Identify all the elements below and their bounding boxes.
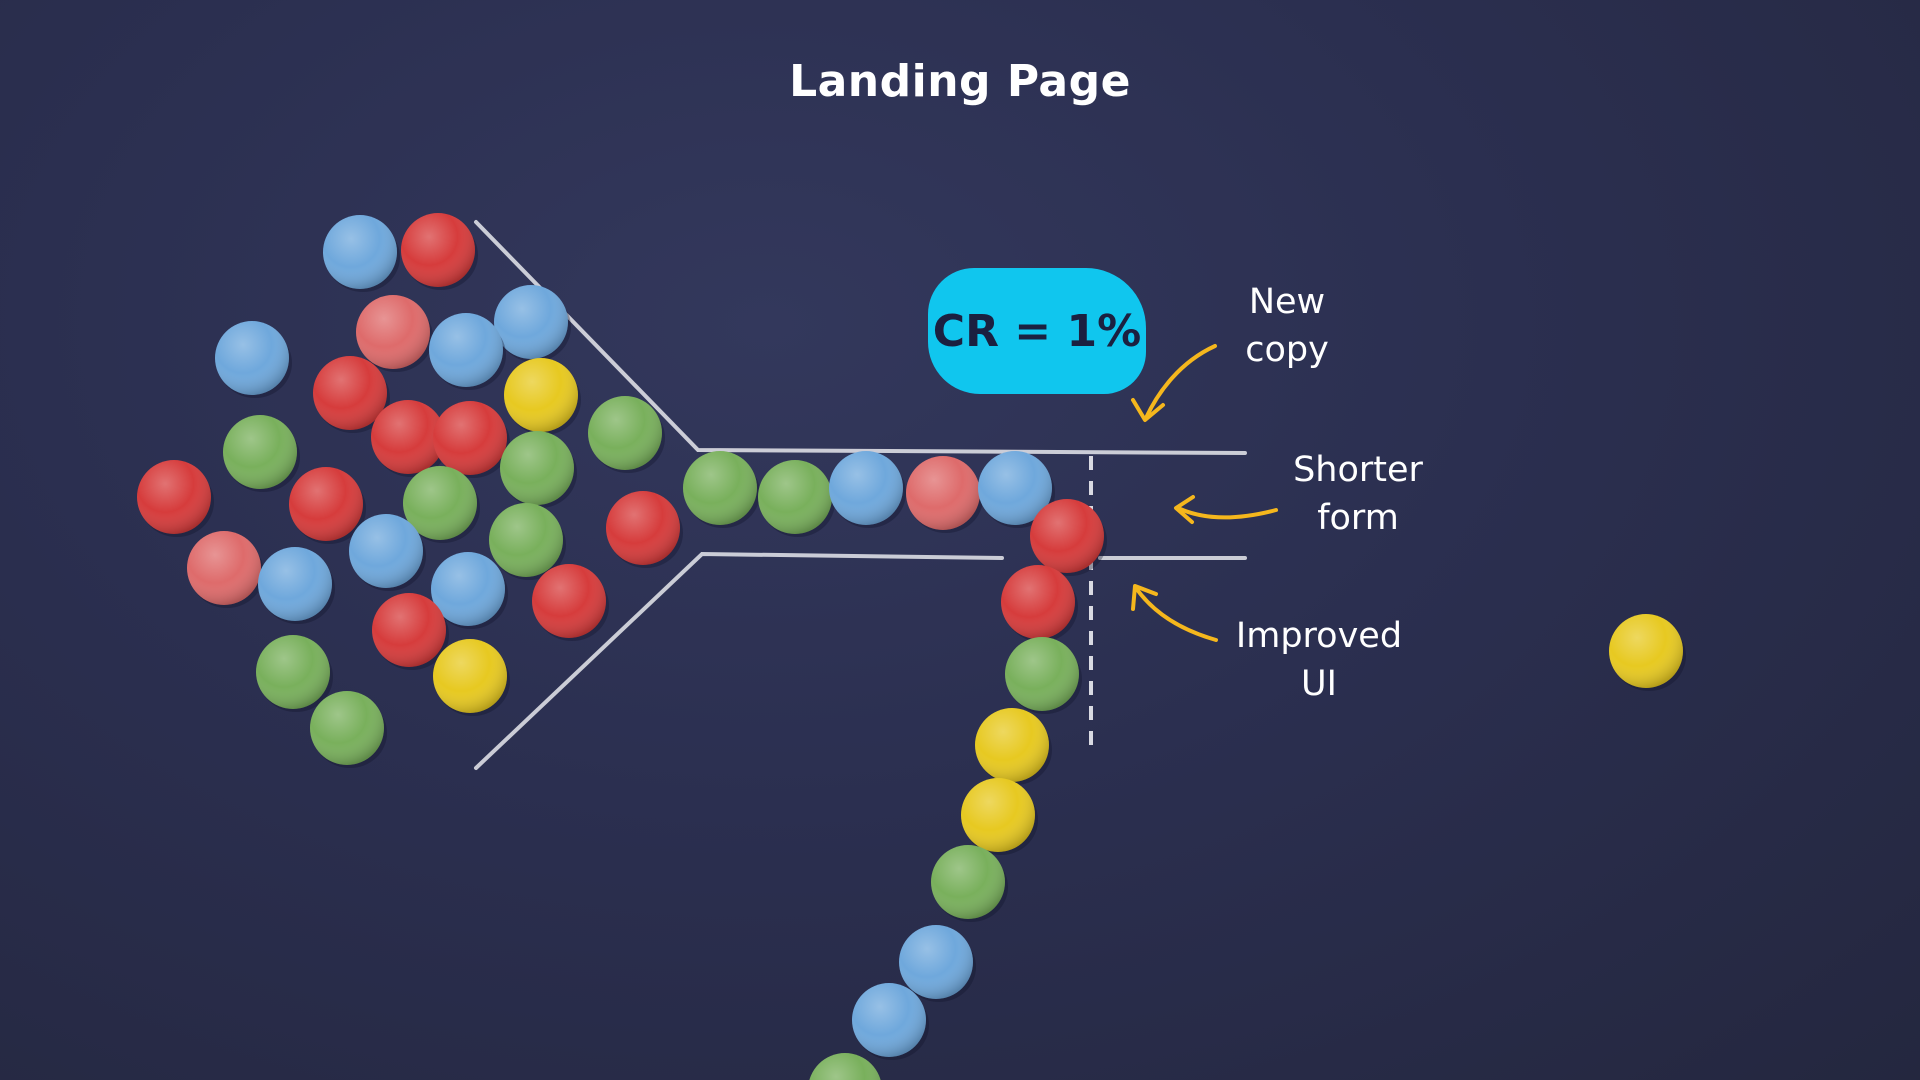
candy-gloss xyxy=(978,451,1052,525)
funnel-bottom-edge xyxy=(474,551,1004,770)
curved-arrow-up-left-icon xyxy=(1134,586,1218,642)
candy-green xyxy=(223,415,300,492)
candy-pink xyxy=(356,295,433,372)
candy-green xyxy=(1005,637,1082,714)
curved-arrow-left-icon-head xyxy=(1174,495,1195,524)
candy-green xyxy=(489,503,566,580)
candy-green xyxy=(310,691,387,768)
candy-gloss xyxy=(489,503,563,577)
candy-gloss xyxy=(256,635,330,709)
annotation-shorter-form: Shorter form xyxy=(1293,450,1423,538)
candy-gloss xyxy=(532,564,606,638)
candy-red xyxy=(371,400,448,477)
candy-group xyxy=(137,213,1686,1080)
candy-green xyxy=(500,431,577,508)
candy-pink xyxy=(906,456,983,533)
candy-gloss xyxy=(809,1053,881,1080)
candy-gloss xyxy=(401,213,475,287)
candy-gloss xyxy=(289,467,363,541)
candy-blue xyxy=(431,552,508,629)
conversion-rate-badge: CR = 1% xyxy=(928,268,1146,394)
candy-green xyxy=(809,1053,882,1080)
candy-gloss xyxy=(961,778,1035,852)
page-title: Landing Page xyxy=(789,56,1131,107)
candy-red xyxy=(532,564,609,641)
candy-red xyxy=(401,213,478,290)
candy-yellow xyxy=(975,708,1052,785)
candy-gloss xyxy=(313,356,387,430)
candy-green xyxy=(931,845,1008,922)
candy-green xyxy=(403,466,480,543)
candy-blue xyxy=(978,451,1055,528)
candy-gloss xyxy=(494,285,568,359)
candy-blue xyxy=(323,215,400,292)
candy-gloss xyxy=(433,639,507,713)
candy-gloss xyxy=(187,531,261,605)
candy-gloss xyxy=(323,215,397,289)
candy-gloss xyxy=(606,491,680,565)
candy-gloss xyxy=(258,547,332,621)
candy-gloss xyxy=(829,451,903,525)
candy-yellow xyxy=(1609,614,1686,691)
candy-green xyxy=(758,460,835,537)
candy-gloss xyxy=(758,460,832,534)
annotation-new-copy: New copy xyxy=(1245,282,1329,370)
candy-pink xyxy=(187,531,264,608)
candy-green xyxy=(588,396,665,473)
candy-gloss xyxy=(975,708,1049,782)
candy-gloss xyxy=(906,456,980,530)
curved-arrow-down-left-icon-head xyxy=(1131,398,1165,422)
candy-blue xyxy=(829,451,906,528)
candy-gloss xyxy=(372,593,446,667)
candy-red xyxy=(313,356,390,433)
candy-gloss xyxy=(431,552,505,626)
curved-arrow-up-left-icon-head xyxy=(1131,584,1158,611)
candy-blue xyxy=(258,547,335,624)
candy-gloss xyxy=(504,358,578,432)
candy-gloss xyxy=(310,691,384,765)
candy-gloss xyxy=(349,514,423,588)
candy-gloss xyxy=(433,401,507,475)
candy-gloss xyxy=(1609,614,1683,688)
candy-gloss xyxy=(371,400,445,474)
curved-arrow-left-icon xyxy=(1176,506,1278,520)
candy-green xyxy=(683,451,760,528)
candy-red xyxy=(137,460,214,537)
candy-gloss xyxy=(1030,499,1104,573)
annotation-improved-ui: Improved UI xyxy=(1235,616,1403,704)
candy-blue xyxy=(215,321,292,398)
candy-gloss xyxy=(1001,565,1075,639)
candy-gloss xyxy=(683,451,757,525)
candy-blue xyxy=(899,925,976,1002)
candy-green xyxy=(256,635,333,712)
candy-yellow xyxy=(504,358,581,435)
candy-gloss xyxy=(403,466,477,540)
candy-red xyxy=(433,401,510,478)
candy-gloss xyxy=(356,295,430,369)
candy-gloss xyxy=(899,925,973,999)
candy-gloss xyxy=(588,396,662,470)
candy-blue xyxy=(852,983,929,1060)
candy-blue xyxy=(494,285,571,362)
candy-gloss xyxy=(500,431,574,505)
candy-gloss xyxy=(429,313,503,387)
candy-red xyxy=(1001,565,1078,642)
candy-yellow xyxy=(961,778,1038,855)
candy-red xyxy=(289,467,366,544)
candy-blue xyxy=(429,313,506,390)
candy-gloss xyxy=(1005,637,1079,711)
candy-red xyxy=(606,491,683,568)
candy-red xyxy=(1030,499,1107,576)
candy-blue xyxy=(349,514,426,591)
candy-gloss xyxy=(215,321,289,395)
candy-gloss xyxy=(137,460,211,534)
candy-gloss xyxy=(852,983,926,1057)
candy-red xyxy=(372,593,449,670)
candy-gloss xyxy=(223,415,297,489)
candy-yellow xyxy=(433,639,510,716)
curved-arrow-down-left-icon xyxy=(1144,344,1217,420)
candy-gloss xyxy=(931,845,1005,919)
